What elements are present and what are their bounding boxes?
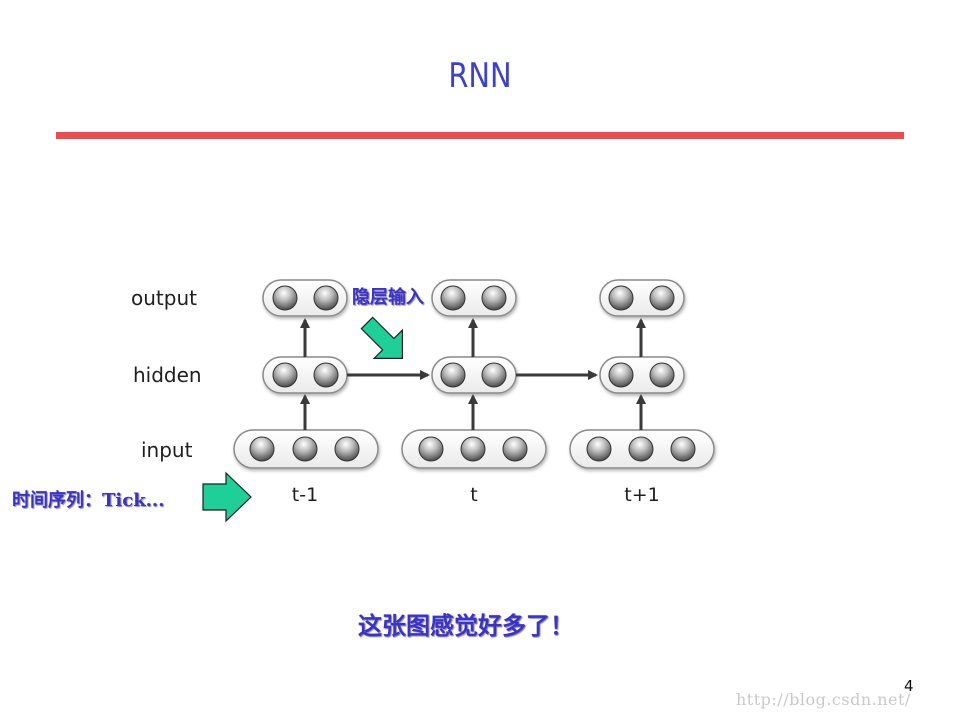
summary-annotation: 这张图感觉好多了！ (358, 611, 574, 640)
input-node-t (401, 429, 547, 469)
output-node-t-plus-1 (599, 279, 685, 317)
neuron (440, 285, 466, 311)
neuron (481, 285, 507, 311)
neuron (460, 436, 486, 462)
output-node-t-minus-1 (262, 279, 348, 317)
hidden-node-t-plus-1 (599, 356, 685, 394)
hidden-node-t (431, 356, 517, 394)
neuron (418, 436, 444, 462)
neuron (334, 436, 360, 462)
input-node-t-plus-1 (569, 429, 715, 469)
hidden-node-t-minus-1 (262, 356, 348, 394)
neuron (649, 362, 675, 388)
neuron (272, 285, 298, 311)
neuron (249, 436, 275, 462)
hidden-input-callout-arrow-icon (360, 316, 403, 359)
watermark: http://blog.csdn.net/ (736, 690, 911, 709)
input-node-t-minus-1 (233, 429, 379, 469)
title-divider (56, 132, 904, 139)
neuron (628, 436, 654, 462)
time-label-t-plus-1: t+1 (624, 484, 660, 506)
neuron (440, 362, 466, 388)
neuron (272, 362, 298, 388)
neuron (292, 436, 318, 462)
time-sequence-arrow-icon (202, 471, 252, 523)
neuron (313, 362, 339, 388)
neuron (670, 436, 696, 462)
row-label-hidden: hidden (133, 363, 202, 387)
time-label-t-minus-1: t-1 (291, 484, 319, 506)
neuron (586, 436, 612, 462)
neuron (502, 436, 528, 462)
time-sequence-annotation: 时间序列：Tick... (12, 490, 165, 511)
output-node-t (431, 279, 517, 317)
neuron (313, 285, 339, 311)
neuron (649, 285, 675, 311)
slide-title: RNN (448, 56, 512, 96)
neuron (481, 362, 507, 388)
page-number: 4 (904, 677, 914, 695)
time-label-t: t (470, 484, 478, 506)
neuron (608, 362, 634, 388)
hidden-input-annotation: 隐层输入 (352, 287, 424, 308)
neuron (608, 285, 634, 311)
row-label-output: output (131, 286, 197, 310)
row-label-input: input (141, 438, 193, 462)
